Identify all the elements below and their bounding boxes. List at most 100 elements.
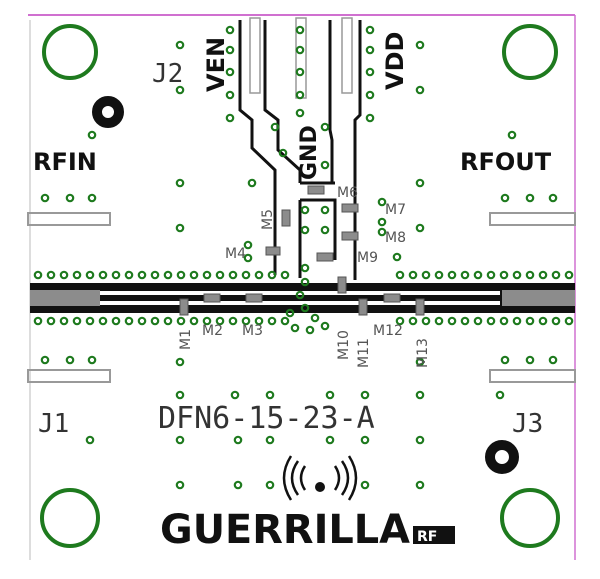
- via: [124, 316, 134, 326]
- via: [415, 435, 425, 445]
- m13-label: M13: [415, 338, 431, 368]
- m10-label: M10: [336, 330, 352, 360]
- smd-pads: [179, 185, 425, 316]
- m3-label: M3: [242, 323, 263, 339]
- via: [233, 435, 243, 445]
- via: [525, 355, 535, 365]
- via: [295, 108, 305, 118]
- j2-label: J2: [152, 59, 183, 89]
- via: [300, 225, 310, 235]
- via: [124, 270, 134, 280]
- via: [254, 316, 264, 326]
- via: [538, 316, 548, 326]
- smd-pad-m7: [341, 203, 359, 213]
- edge-pads: [27, 212, 576, 383]
- via: [548, 193, 558, 203]
- via: [241, 270, 251, 280]
- via: [230, 390, 240, 400]
- vdd-label: VDD: [381, 32, 409, 90]
- via: [265, 435, 275, 445]
- via: [33, 270, 43, 280]
- m2-label: M2: [202, 323, 223, 339]
- via: [59, 270, 69, 280]
- via: [243, 240, 253, 250]
- guerrilla-rf-logo: GUERRILLA RF: [160, 455, 455, 553]
- smd-pad-m2: [203, 293, 221, 303]
- via: [377, 217, 387, 227]
- via: [40, 355, 50, 365]
- via: [434, 316, 444, 326]
- via: [500, 355, 510, 365]
- via: [176, 316, 186, 326]
- via: [228, 270, 238, 280]
- via: [85, 270, 95, 280]
- via: [150, 270, 160, 280]
- via: [176, 270, 186, 280]
- smd-pad-m3: [245, 293, 263, 303]
- via: [87, 193, 97, 203]
- smd-pad-m1: [179, 298, 189, 316]
- via: [447, 270, 457, 280]
- via: [473, 270, 483, 280]
- via: [415, 85, 425, 95]
- via: [228, 316, 238, 326]
- m4-label: M4: [225, 246, 246, 262]
- via: [265, 390, 275, 400]
- via: [278, 148, 288, 158]
- via: [267, 316, 277, 326]
- via: [512, 270, 522, 280]
- via: [72, 316, 82, 326]
- via: [270, 122, 280, 132]
- via: [233, 480, 243, 490]
- via: [525, 316, 535, 326]
- via: [564, 316, 574, 326]
- m12-label: M12: [373, 323, 403, 339]
- via: [551, 270, 561, 280]
- via: [267, 270, 277, 280]
- via: [365, 67, 375, 77]
- via: [225, 45, 235, 55]
- via: [460, 270, 470, 280]
- via: [65, 193, 75, 203]
- via: [392, 252, 402, 262]
- via: [98, 316, 108, 326]
- via: [175, 357, 185, 367]
- smd-pad-m8: [341, 231, 359, 241]
- via: [85, 435, 95, 445]
- via: [295, 290, 305, 300]
- via: [295, 25, 305, 35]
- via: [40, 193, 50, 203]
- ven-label: VEN: [202, 37, 230, 92]
- via: [215, 316, 225, 326]
- via: [225, 25, 235, 35]
- via: [408, 316, 418, 326]
- via: [320, 321, 330, 331]
- via: [280, 316, 290, 326]
- via: [175, 223, 185, 233]
- via: [46, 316, 56, 326]
- via: [85, 316, 95, 326]
- via: [377, 197, 387, 207]
- via: [254, 270, 264, 280]
- via: [87, 355, 97, 365]
- antenna-waves-icon: [282, 455, 358, 501]
- logo-text: GUERRILLA: [160, 507, 410, 553]
- via: [325, 390, 335, 400]
- via: [300, 303, 310, 313]
- rfin-pad: [30, 290, 100, 306]
- m7-label: M7: [385, 202, 406, 218]
- via: [295, 67, 305, 77]
- j1-label: J1: [38, 409, 69, 439]
- via: [241, 316, 251, 326]
- j3-label: J3: [512, 409, 543, 439]
- via: [175, 178, 185, 188]
- via: [415, 40, 425, 50]
- via: [499, 316, 509, 326]
- m6-label: M6: [337, 185, 358, 201]
- via: [300, 205, 310, 215]
- via: [415, 357, 425, 367]
- via: [59, 316, 69, 326]
- via: [460, 316, 470, 326]
- via: [512, 316, 522, 326]
